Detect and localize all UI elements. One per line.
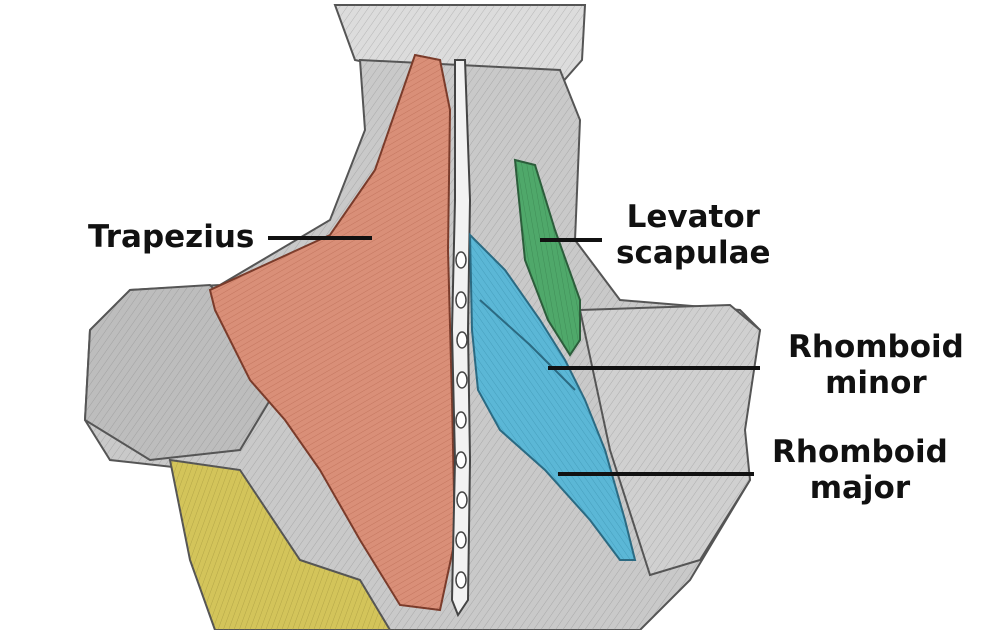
- label-levator-scapulae: Levator scapulae: [616, 199, 771, 271]
- label-rhomboid-minor-line2: minor: [825, 365, 927, 401]
- leader-line-rhomboid-major: [558, 472, 754, 476]
- leader-line-levator-scapulae: [540, 238, 602, 242]
- label-levator-scapulae-line1: Levator: [626, 199, 760, 235]
- label-trapezius: Trapezius: [88, 219, 255, 255]
- label-rhomboid-minor-line1: Rhomboid: [788, 329, 964, 365]
- leader-line-rhomboid-minor: [548, 366, 760, 370]
- vertebrae: [455, 251, 468, 589]
- label-rhomboid-major-line2: major: [809, 470, 911, 506]
- label-rhomboid-major: Rhomboid major: [772, 434, 948, 506]
- leader-line-trapezius: [268, 236, 372, 240]
- label-levator-scapulae-line2: scapulae: [616, 235, 771, 271]
- rhomboid-divider: [479, 299, 576, 391]
- label-rhomboid-major-line1: Rhomboid: [772, 434, 948, 470]
- label-rhomboid-minor: Rhomboid minor: [788, 329, 964, 401]
